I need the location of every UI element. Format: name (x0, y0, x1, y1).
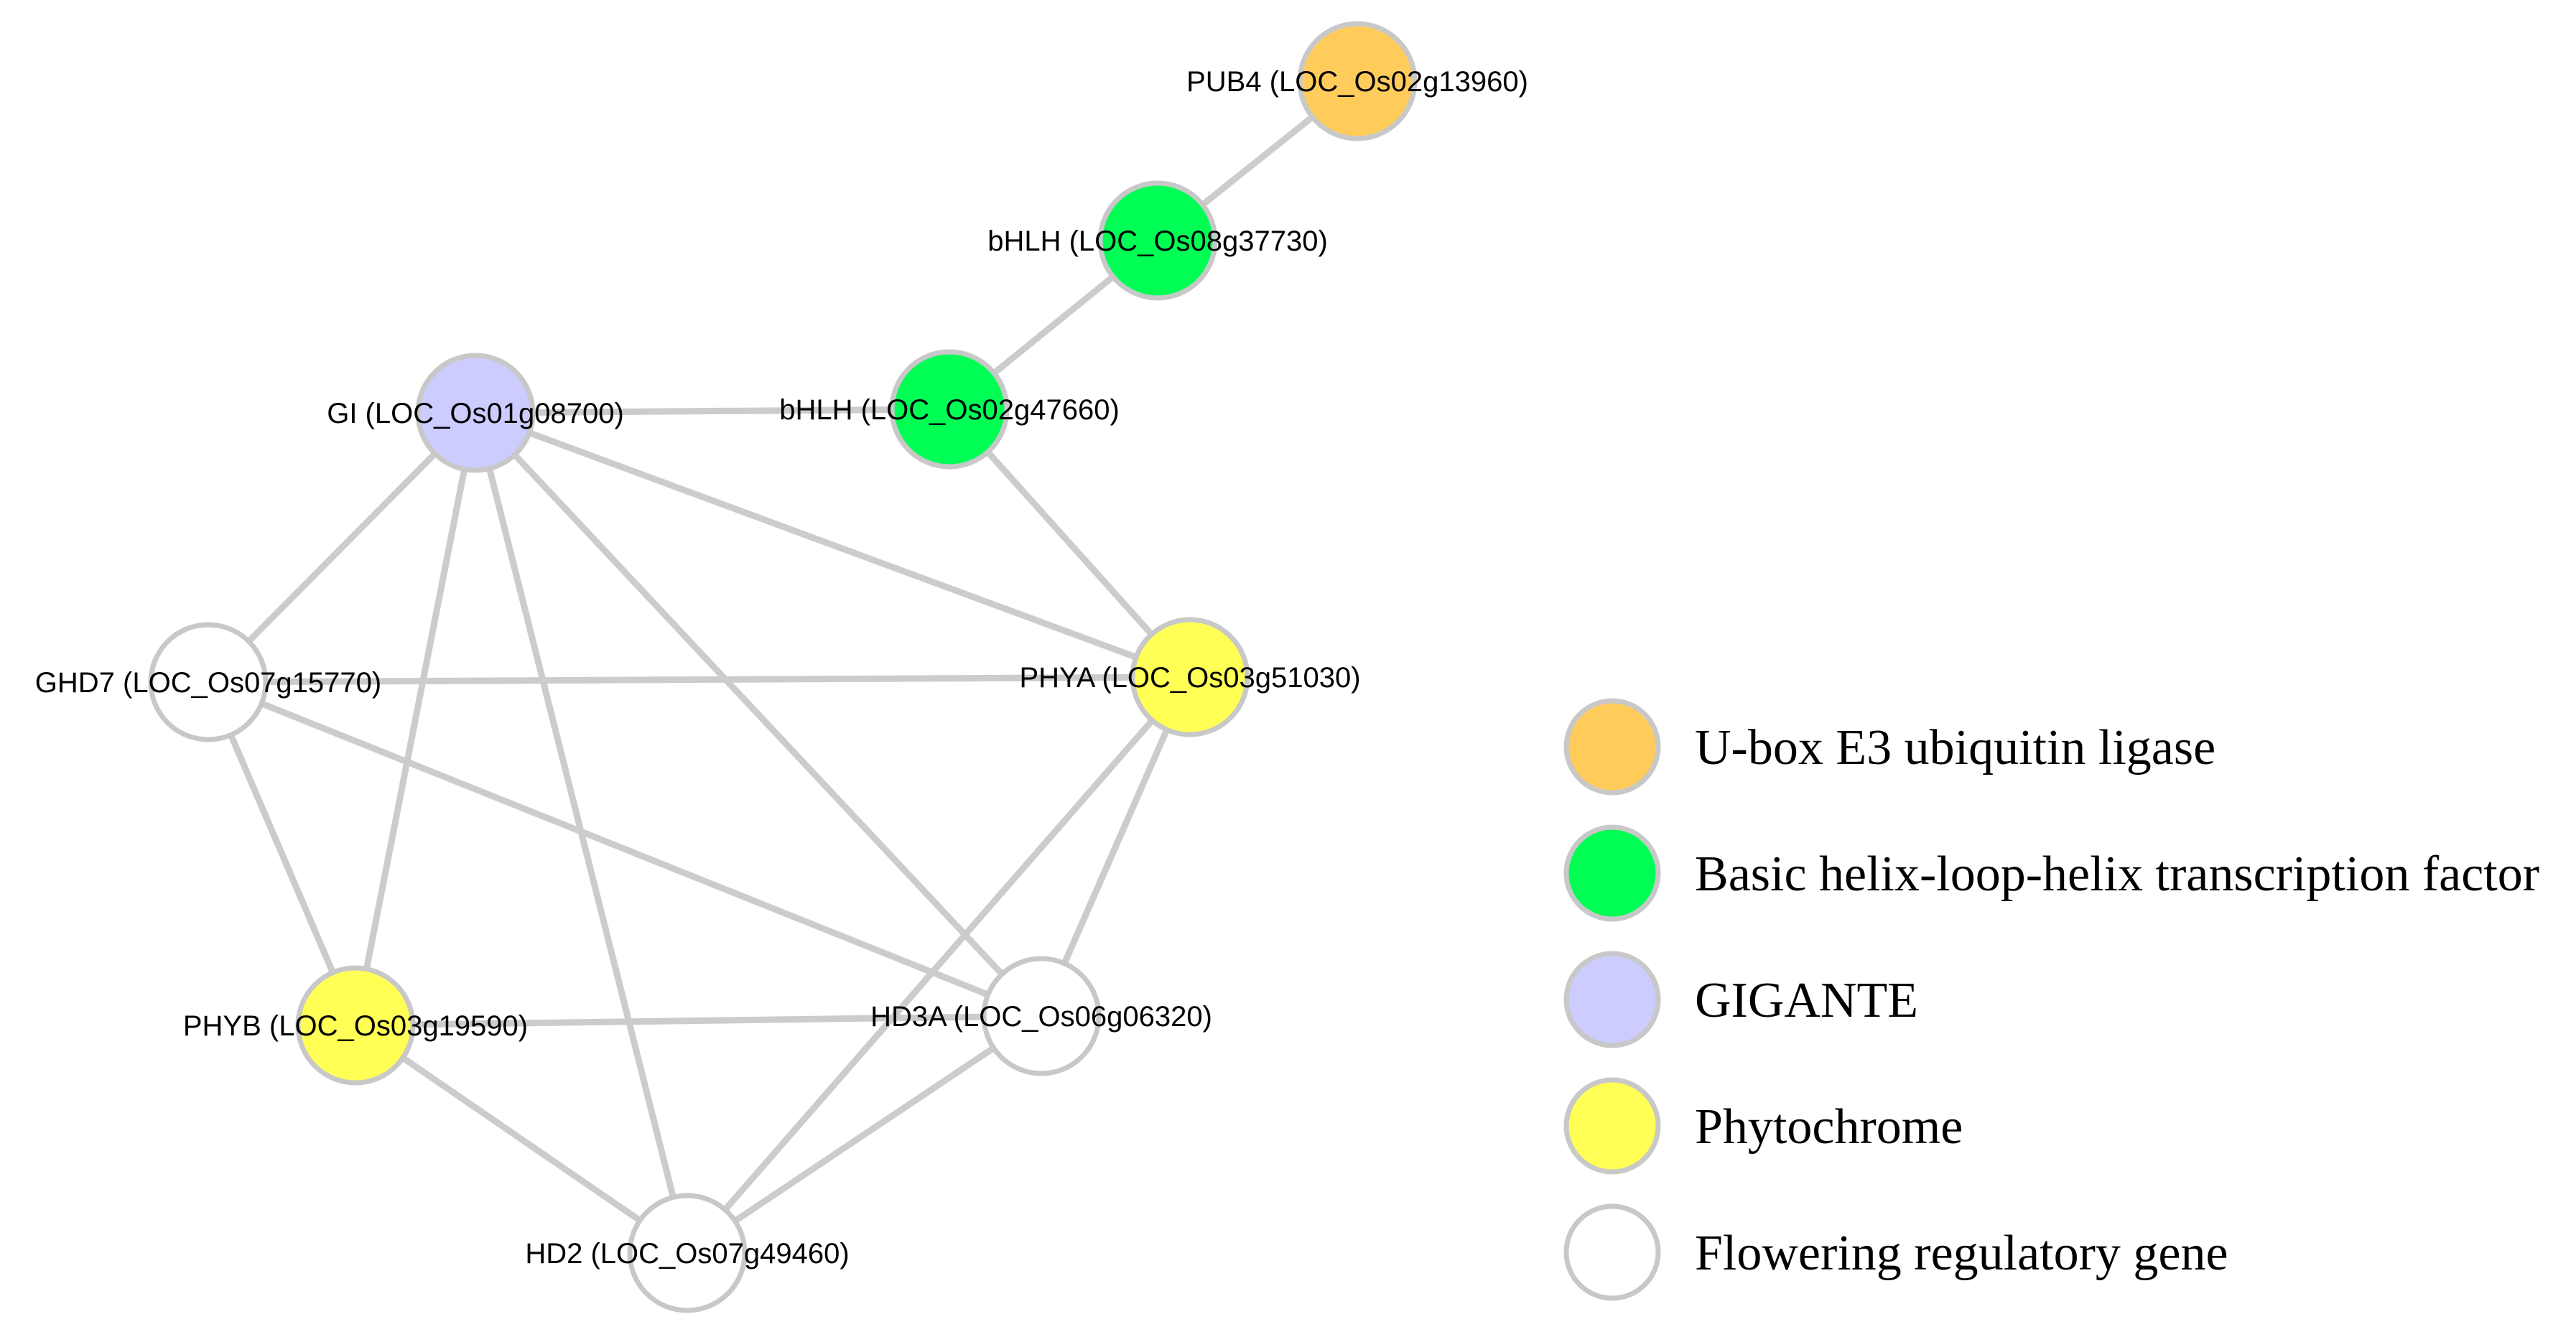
node-hd3a[interactable]: HD3A (LOC_Os06g06320) (870, 956, 1212, 1076)
node-hd2[interactable]: HD2 (LOC_Os07g49460) (525, 1193, 850, 1313)
node-label: PHYB (LOC_Os03g19590) (183, 1010, 528, 1042)
node-circle (1130, 617, 1250, 737)
legend-swatch (1563, 698, 1661, 796)
legend-item-gigante: GIGANTE (1563, 951, 1918, 1048)
node-label: bHLH (LOC_Os02g47660) (779, 394, 1120, 426)
node-circle (295, 965, 416, 1086)
edge-gi-bhlh2 (472, 406, 953, 416)
edge-phyb-hd2 (352, 1022, 691, 1257)
node-circle (148, 622, 269, 742)
edge-ghd7-phya (205, 674, 1194, 686)
node-circle (627, 1193, 748, 1313)
legend-item-bhlh: Basic helix-loop-helix transcription fac… (1563, 824, 2539, 922)
edge-phya-hd2 (684, 674, 1194, 1257)
node-circle (1297, 21, 1418, 141)
legend-item-phytochrome: Phytochrome (1563, 1077, 1963, 1175)
legend-item-flowering: Flowering regulatory gene (1563, 1203, 2228, 1301)
edge-hd3a-hd2 (684, 1012, 1045, 1257)
node-pub4[interactable]: PUB4 (LOC_Os02g13960) (1186, 21, 1528, 141)
node-circle (889, 349, 1010, 470)
node-gi[interactable]: GI (LOC_Os01g08700) (327, 353, 624, 473)
node-label: PHYA (LOC_Os03g51030) (1019, 662, 1360, 694)
legend-swatch (1563, 1203, 1661, 1301)
legend-label: U-box E3 ubiquitin ligase (1695, 720, 2215, 775)
edge-ghd7-phyb (205, 679, 359, 1029)
legend-swatch (1563, 951, 1661, 1048)
edge-bhlh2-phya (946, 406, 1194, 681)
node-bhlh2[interactable]: bHLH (LOC_Os02g47660) (779, 349, 1120, 470)
node-phyb[interactable]: PHYB (LOC_Os03g19590) (183, 965, 528, 1086)
legend-label: Flowering regulatory gene (1695, 1226, 2228, 1281)
node-label: HD3A (LOC_Os06g06320) (870, 1001, 1212, 1033)
edge-ghd7-hd3a (205, 679, 1045, 1020)
node-label: bHLH (LOC_Os08g37730) (987, 225, 1328, 257)
edge-gi-phyb (352, 409, 479, 1029)
node-label: GI (LOC_Os01g08700) (327, 398, 624, 429)
node-bhlh1[interactable]: bHLH (LOC_Os08g37730) (987, 180, 1328, 301)
node-phya[interactable]: PHYA (LOC_Os03g51030) (1019, 617, 1361, 737)
edge-phyb-hd3a (352, 1012, 1045, 1029)
legend-swatch (1563, 824, 1661, 922)
legend-swatch (1563, 1077, 1661, 1175)
node-ghd7[interactable]: GHD7 (LOC_Os07g15770) (35, 622, 381, 742)
edge-gi-phya (472, 409, 1194, 681)
legend-label: Basic helix-loop-helix transcription fac… (1695, 847, 2539, 902)
legend-label: Phytochrome (1695, 1099, 1963, 1155)
edge-gi-hd3a (472, 409, 1045, 1020)
node-label: PUB4 (LOC_Os02g13960) (1186, 66, 1528, 98)
node-label: HD2 (LOC_Os07g49460) (525, 1238, 849, 1270)
node-circle (415, 353, 536, 473)
node-circle (1097, 180, 1218, 301)
legend-label: GIGANTE (1695, 973, 1918, 1028)
edge-phya-hd3a (1038, 674, 1194, 1020)
nodes-layer: PUB4 (LOC_Os02g13960) bHLH (LOC_Os08g3773… (35, 21, 1528, 1313)
node-label: GHD7 (LOC_Os07g15770) (35, 667, 381, 699)
edge-gi-ghd7 (205, 409, 479, 686)
edges-layer (205, 78, 1361, 1257)
legend-item-ubox: U-box E3 ubiquitin ligase (1563, 698, 2215, 796)
node-circle (981, 956, 1102, 1076)
